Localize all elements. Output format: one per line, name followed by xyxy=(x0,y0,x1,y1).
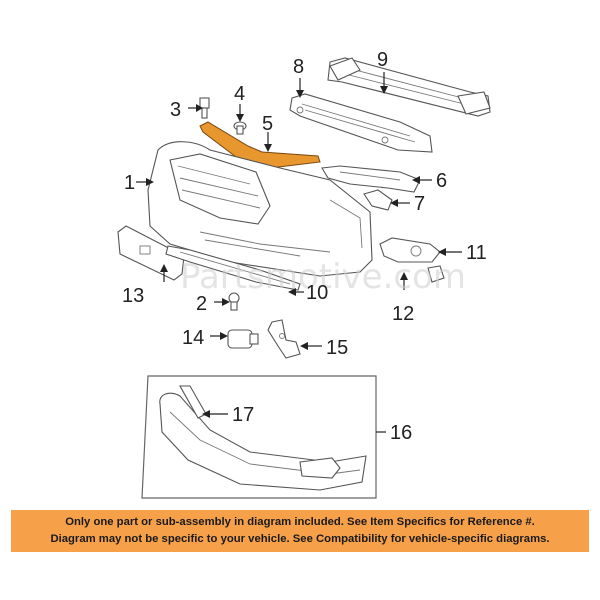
part-13-license-bracket xyxy=(117,225,185,281)
leaders xyxy=(136,72,462,433)
callout-16: 16 xyxy=(390,422,412,444)
part-16-spoiler xyxy=(159,392,367,491)
part-4-bolt xyxy=(233,121,247,135)
callout-10: 10 xyxy=(306,282,328,304)
notice-banner: Only one part or sub-assembly in diagram… xyxy=(11,510,589,552)
callout-2: 2 xyxy=(196,293,207,315)
part-5-upper-beam xyxy=(199,121,321,171)
callout-12: 12 xyxy=(392,303,414,325)
callout-11: 11 xyxy=(466,242,487,264)
part-14-sensor xyxy=(227,329,259,349)
part-3-bolt xyxy=(199,97,210,119)
callout-9: 9 xyxy=(377,49,388,71)
part-12-clip xyxy=(427,265,445,283)
callout-17: 17 xyxy=(232,404,254,426)
callout-1: 1 xyxy=(124,172,135,194)
callout-15: 15 xyxy=(326,337,348,359)
part-6-bracket xyxy=(321,165,421,193)
notice-line-1: Only one part or sub-assembly in diagram… xyxy=(65,516,535,528)
part-2-clip xyxy=(228,292,240,311)
part-8-absorber xyxy=(289,93,433,153)
part-9-reinforcement xyxy=(327,57,491,117)
callout-4: 4 xyxy=(234,83,245,105)
notice-line-2: Diagram may not be specific to your vehi… xyxy=(50,533,550,545)
callout-6: 6 xyxy=(436,170,447,192)
callout-13: 13 xyxy=(122,285,144,307)
part-7-trim xyxy=(363,189,393,211)
inset-box xyxy=(141,375,377,499)
watermark-text: Partsmotive.com xyxy=(180,257,466,297)
callouts: 9 8 3 4 5 1 6 7 11 13 10 12 2 14 15 17 1… xyxy=(122,49,487,444)
part-11-fog-housing xyxy=(379,237,441,263)
part-15-bracket xyxy=(267,319,301,359)
callout-5: 5 xyxy=(262,113,273,135)
callout-8: 8 xyxy=(293,56,304,78)
callout-3: 3 xyxy=(170,99,181,121)
callout-14: 14 xyxy=(182,327,204,349)
part-10-lower-strip xyxy=(165,245,301,291)
callout-7: 7 xyxy=(414,193,425,215)
part-5-highlight xyxy=(199,121,321,171)
part-1-bumper-cover xyxy=(147,141,373,277)
